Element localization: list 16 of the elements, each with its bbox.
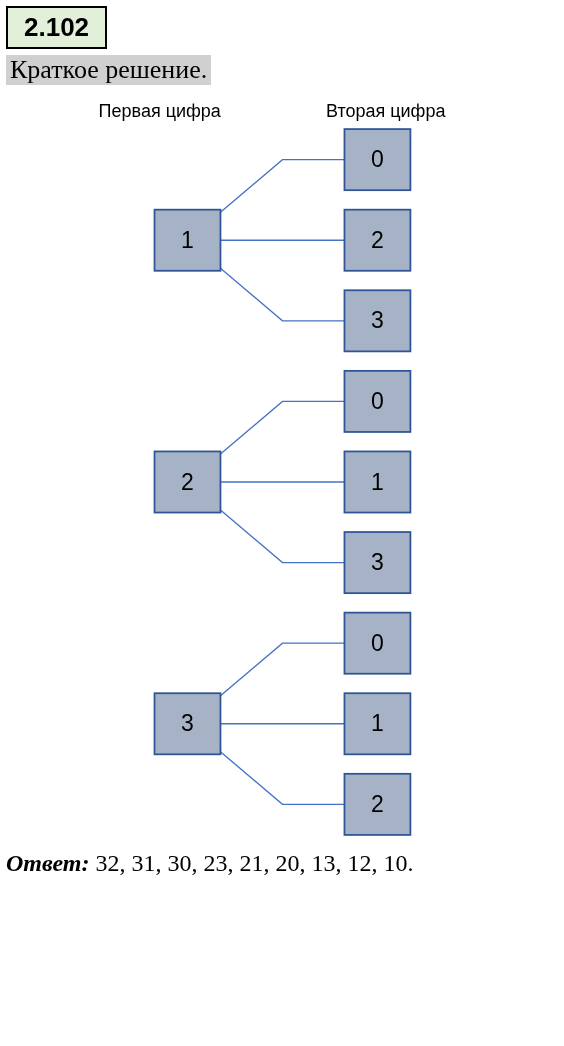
node-box: 2 — [343, 772, 411, 836]
title-box: 2.102 — [6, 6, 108, 49]
node-box: 1 — [153, 208, 221, 272]
node-box: 2 — [343, 208, 411, 272]
heading: Краткое решение. — [6, 55, 212, 85]
node-box: 1 — [343, 692, 411, 756]
node-box: 0 — [343, 611, 411, 675]
node-box: 2 — [153, 450, 221, 514]
node-box: 0 — [343, 128, 411, 192]
node-box: 3 — [153, 692, 221, 756]
node-box: 3 — [343, 531, 411, 595]
column-heading: Первая цифра — [98, 101, 221, 122]
answer-text: Ответ: 32, 31, 30, 23, 21, 20, 13, 12, 10. — [6, 850, 415, 877]
node-box: 3 — [343, 289, 411, 353]
node-box: 1 — [343, 450, 411, 514]
node-box: 0 — [343, 369, 411, 433]
